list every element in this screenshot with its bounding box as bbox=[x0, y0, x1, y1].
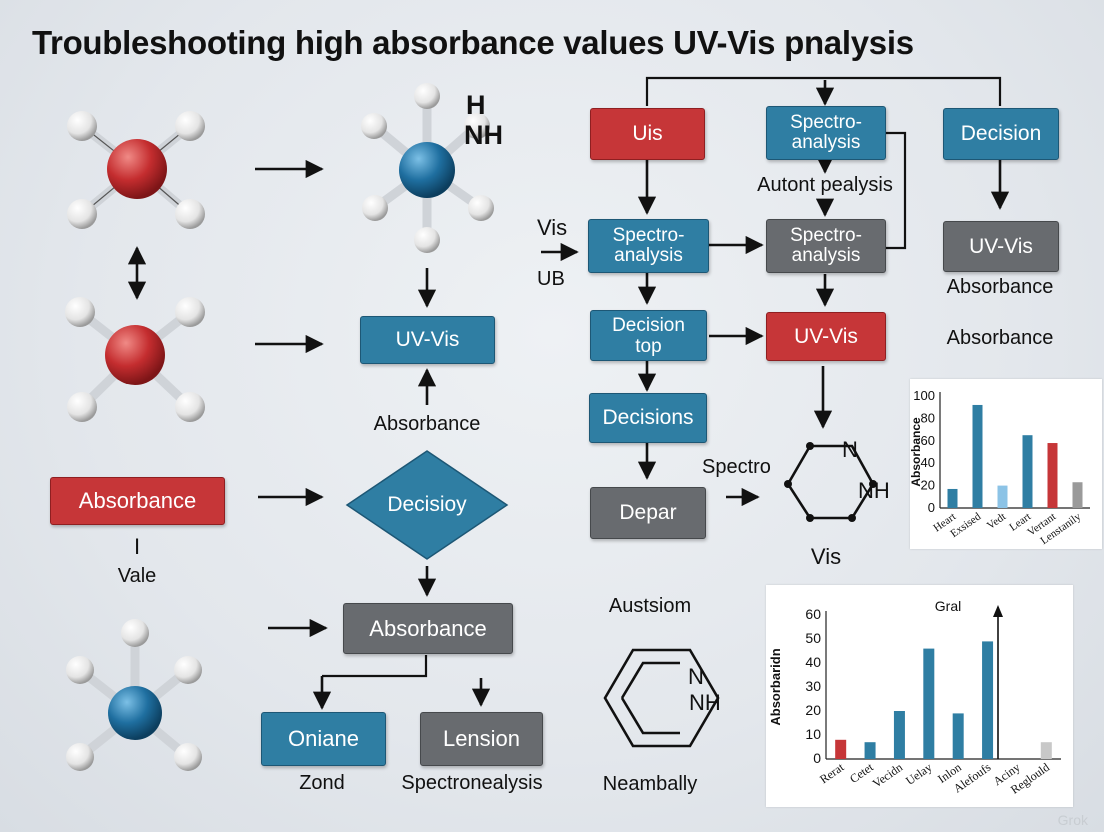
decision-box-top[interactable]: Decision bbox=[943, 108, 1059, 160]
depar-box[interactable]: Depar bbox=[590, 487, 706, 539]
decision-diamond[interactable]: Decisioy bbox=[387, 493, 467, 516]
austsiom-label: Austsiom bbox=[608, 595, 692, 617]
y-tick-label: 10 bbox=[805, 726, 821, 742]
y-axis-label: Absorbaridn bbox=[768, 648, 783, 725]
y-tick-label: 80 bbox=[921, 410, 935, 425]
ring2-nh-label: NH bbox=[689, 690, 721, 715]
bar bbox=[997, 485, 1008, 508]
vale-label: Vale bbox=[117, 565, 157, 587]
bar bbox=[982, 641, 994, 759]
x-tick-label: Uelay bbox=[903, 760, 935, 788]
spectro-analysis-mid-box[interactable]: Spectro- analysis bbox=[588, 219, 709, 273]
ring1-nh-label: NH bbox=[858, 478, 890, 503]
absorbance-under-label: Absorbance bbox=[373, 413, 481, 435]
molecule-blue-bottom bbox=[66, 619, 202, 771]
absorbance-right-label-1: Absorbance bbox=[946, 276, 1054, 298]
bar-mark-label: I bbox=[133, 534, 141, 559]
y-tick-label: 0 bbox=[813, 750, 821, 766]
bar bbox=[972, 404, 983, 508]
bar bbox=[1022, 435, 1033, 508]
connector-lines bbox=[322, 76, 1002, 678]
spectro-analysis-gray-box[interactable]: Spectro- analysis bbox=[766, 219, 886, 273]
connector-arrows bbox=[255, 155, 1010, 707]
h-label: H bbox=[466, 90, 486, 120]
pyridine-ring-2 bbox=[603, 648, 720, 748]
uvvis-box-left[interactable]: UV-Vis bbox=[360, 316, 495, 364]
absorbance-red-box[interactable]: Absorbance bbox=[50, 477, 225, 525]
decisions-box[interactable]: Decisions bbox=[589, 393, 707, 443]
axis-arrow-head bbox=[993, 605, 1003, 617]
y-tick-label: 30 bbox=[805, 678, 821, 694]
page-title: Troubleshooting high absorbance values U… bbox=[32, 24, 914, 61]
watermark: Grok bbox=[1057, 812, 1088, 828]
bar bbox=[947, 488, 958, 508]
vis-input-label: Vis bbox=[537, 215, 568, 240]
ub-input-label: UB bbox=[537, 268, 565, 290]
bar bbox=[835, 739, 847, 759]
zond-label: Zond bbox=[299, 772, 345, 794]
bar bbox=[1072, 482, 1083, 508]
decision-top-box[interactable]: Decision top bbox=[590, 310, 707, 361]
spectronealysis-label: Spectronealysis bbox=[401, 772, 543, 794]
molecule-red-1 bbox=[67, 111, 205, 229]
y-tick-label: 100 bbox=[913, 388, 935, 403]
uvvis-gray-box[interactable]: UV-Vis bbox=[943, 221, 1059, 272]
y-tick-label: 50 bbox=[805, 630, 821, 646]
bar bbox=[864, 742, 876, 759]
molecule-red-2 bbox=[65, 297, 205, 422]
uis-box[interactable]: Uis bbox=[590, 108, 705, 160]
y-tick-label: 40 bbox=[805, 654, 821, 670]
bar bbox=[1047, 443, 1058, 508]
y-tick-label: 20 bbox=[805, 702, 821, 718]
bar bbox=[952, 713, 964, 759]
spectro-analysis-top-box[interactable]: Spectro- analysis bbox=[766, 106, 886, 160]
y-tick-label: 60 bbox=[805, 606, 821, 622]
lension-box[interactable]: Lension bbox=[420, 712, 543, 766]
bar bbox=[893, 711, 905, 759]
x-tick-label: Vecidn bbox=[870, 760, 905, 791]
molecule-blue-top bbox=[361, 83, 494, 253]
y-tick-label: 20 bbox=[921, 478, 935, 493]
vis-label: Vis bbox=[810, 544, 842, 569]
uvvis-red-box[interactable]: UV-Vis bbox=[766, 312, 886, 361]
y-tick-label: 40 bbox=[921, 455, 935, 470]
absorbance-gray-box[interactable]: Absorbance bbox=[343, 603, 513, 654]
nh-label: NH bbox=[464, 120, 503, 150]
y-axis-label: Absorbance bbox=[910, 417, 923, 487]
spectro-label: Spectro bbox=[702, 456, 771, 478]
x-tick-label: Rerat bbox=[817, 760, 847, 787]
decision-diamond-shape bbox=[345, 450, 509, 560]
ring1-n-label: N bbox=[842, 437, 858, 462]
oniane-box[interactable]: Oniane bbox=[261, 712, 386, 766]
neambally-label: Neambally bbox=[602, 773, 698, 795]
x-tick-label: Vedt bbox=[985, 511, 1008, 532]
bar bbox=[1040, 742, 1052, 759]
bar bbox=[923, 648, 935, 759]
y-tick-label: 0 bbox=[928, 500, 935, 515]
y-tick-label: 60 bbox=[921, 433, 935, 448]
absorbance-right-label-2: Absorbance bbox=[946, 327, 1054, 349]
chart-title: Gral bbox=[935, 598, 961, 614]
autont-label: Autont pealysis bbox=[757, 174, 893, 196]
ring2-n-label: N bbox=[688, 664, 704, 689]
